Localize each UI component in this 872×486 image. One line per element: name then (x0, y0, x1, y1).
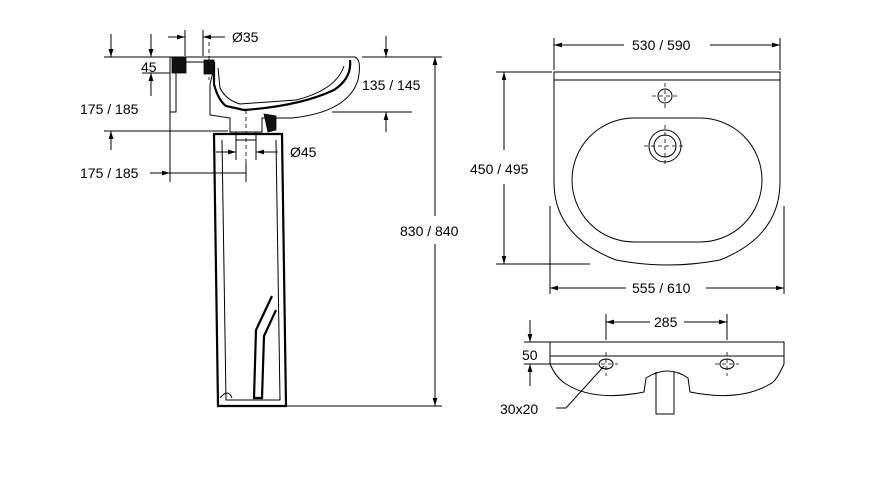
dim-fixing-height: 50 (522, 347, 538, 363)
waste-outlet (229, 118, 263, 141)
pedestal-outline (212, 132, 288, 408)
overflow-channel (263, 113, 277, 133)
basin-rear-outline (549, 341, 785, 397)
tap-hole (657, 88, 673, 104)
basin-side-outline (169, 56, 360, 133)
basin-top-outline (553, 71, 781, 266)
rear-view: 285 50 30x20 (500, 314, 785, 417)
dim-projection: 450 / 495 (470, 161, 529, 177)
pedestal-slot (252, 295, 277, 400)
pedestal-inner (221, 139, 281, 401)
dim-tap-diameter: Ø35 (232, 29, 259, 45)
dim-bowl-depth: 135 / 145 (362, 77, 421, 93)
dim-back-width: 530 / 590 (632, 37, 691, 53)
dim-fixing-slot: 30x20 (500, 401, 538, 417)
basin-top-bowl (571, 117, 763, 243)
dim-upper-offset: 175 / 185 (80, 101, 139, 117)
basin-side-inner (217, 65, 345, 105)
dim-fixing-centres: 285 (654, 314, 678, 330)
pedestal-foot-arc (219, 392, 233, 399)
basin-side-bowl (212, 59, 352, 112)
rim-block (171, 56, 187, 74)
dim-waste-diameter: Ø45 (290, 144, 317, 160)
dim-rim-thickness: 45 (141, 59, 157, 75)
waste-spigot (655, 372, 675, 415)
top-view: 530 / 590 555 / 610 450 / 495 (470, 37, 785, 296)
dim-lower-offset: 175 / 185 (80, 165, 139, 181)
dim-overall-width: 555 / 610 (632, 280, 691, 296)
side-view: Ø35 45 175 / 185 175 / 185 Ø45 135 / 145 (80, 29, 459, 408)
dim-total-height: 830 / 840 (400, 223, 459, 239)
